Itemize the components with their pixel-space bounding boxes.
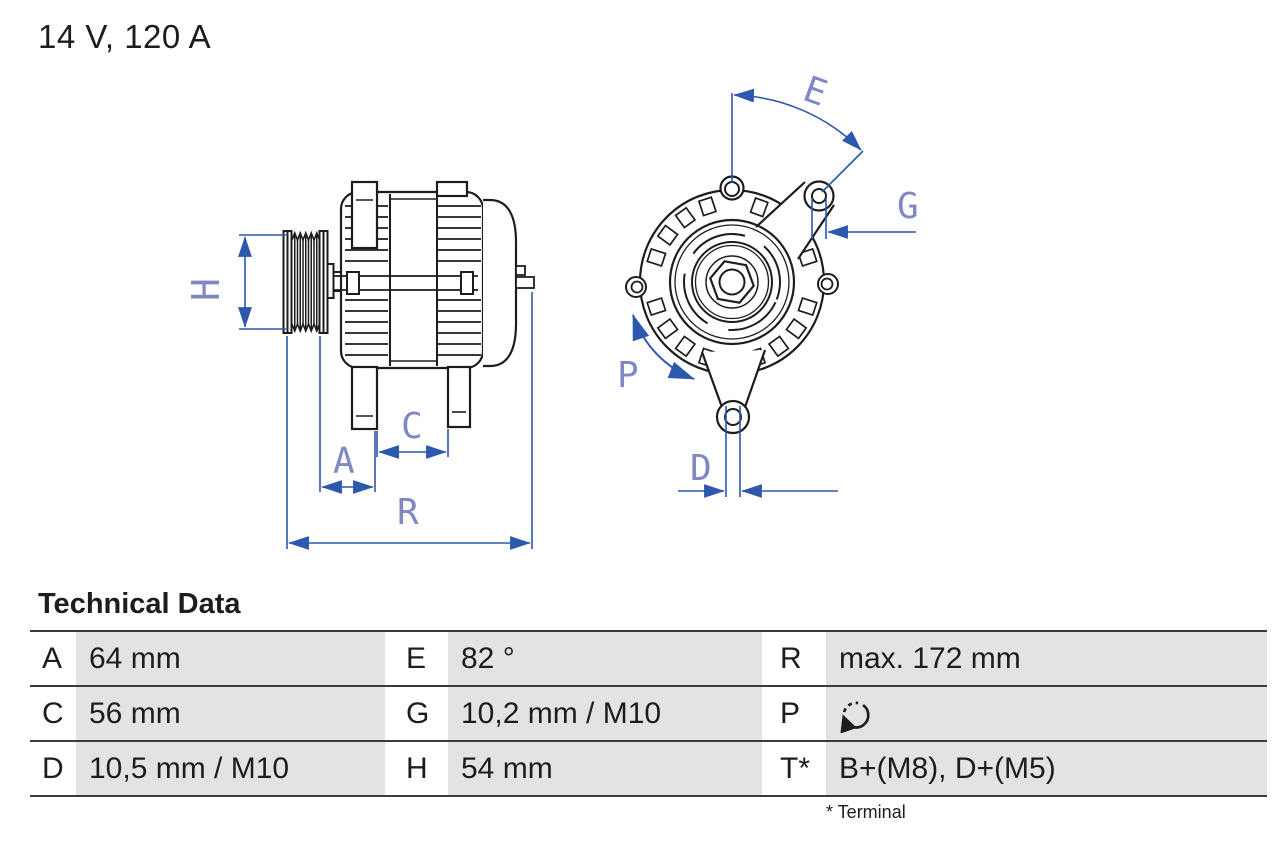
spec-key-H: H bbox=[385, 742, 448, 795]
spec-key-G: G bbox=[385, 687, 448, 740]
rear-cover bbox=[483, 198, 535, 368]
dimension-ACR bbox=[286, 292, 533, 550]
label-E: E bbox=[798, 69, 832, 115]
terminal-stud bbox=[515, 265, 526, 276]
spec-key-R: R bbox=[762, 632, 826, 685]
spec-value-E: 82 ° bbox=[448, 632, 762, 685]
table-row: C 56 mm G 10,2 mm / M10 P bbox=[30, 685, 1267, 740]
spec-value-G: 10,2 mm / M10 bbox=[448, 687, 762, 740]
label-C: C bbox=[401, 406, 423, 447]
rotation-direction-icon bbox=[840, 701, 870, 733]
mounting-ears bbox=[625, 175, 839, 298]
mounting-lugs-side bbox=[350, 180, 472, 431]
spec-key-C: C bbox=[30, 687, 76, 740]
table-row: D 10,5 mm / M10 H 54 mm T* B+(M8), D+(M5… bbox=[30, 740, 1267, 795]
spec-value-A: 64 mm bbox=[76, 632, 385, 685]
dimension-E bbox=[731, 88, 864, 193]
shaft-hex-nut bbox=[709, 260, 755, 304]
label-A: A bbox=[333, 441, 355, 482]
dimension-lines bbox=[238, 88, 916, 550]
table-row: A 64 mm E 82 ° R max. 172 mm bbox=[30, 630, 1267, 685]
spec-value-C: 56 mm bbox=[76, 687, 385, 740]
label-R: R bbox=[397, 492, 419, 533]
dimension-D bbox=[678, 406, 838, 498]
pulley bbox=[282, 230, 343, 334]
dimension-H bbox=[238, 234, 286, 330]
label-P: P bbox=[617, 355, 639, 396]
spec-key-A: A bbox=[30, 632, 76, 685]
spec-key-E: E bbox=[385, 632, 448, 685]
label-D: D bbox=[690, 448, 712, 489]
page-title: 14 V, 120 A bbox=[38, 18, 212, 55]
side-view bbox=[282, 180, 535, 431]
spec-key-T: T* bbox=[762, 742, 826, 795]
technical-data-table: A 64 mm E 82 ° R max. 172 mm C 56 mm G 1… bbox=[30, 630, 1267, 797]
spec-key-D: D bbox=[30, 742, 76, 795]
spec-value-D: 10,5 mm / M10 bbox=[76, 742, 385, 795]
front-hub bbox=[668, 218, 796, 346]
spec-value-T: B+(M8), D+(M5) bbox=[826, 742, 1267, 795]
spec-value-H: 54 mm bbox=[448, 742, 762, 795]
dimension-G bbox=[811, 198, 916, 239]
terminal-footnote: * Terminal bbox=[826, 802, 906, 822]
front-view bbox=[625, 175, 839, 435]
bottom-mounting-arm bbox=[700, 349, 767, 435]
spec-key-P: P bbox=[762, 687, 826, 740]
label-G: G bbox=[897, 186, 919, 227]
upper-right-mounting-arm bbox=[755, 180, 835, 260]
spec-value-R: max. 172 mm bbox=[826, 632, 1267, 685]
technical-data-heading: Technical Data bbox=[38, 588, 241, 620]
dimension-P bbox=[632, 313, 696, 380]
spec-value-P bbox=[826, 687, 1267, 740]
label-H: H bbox=[184, 278, 228, 301]
